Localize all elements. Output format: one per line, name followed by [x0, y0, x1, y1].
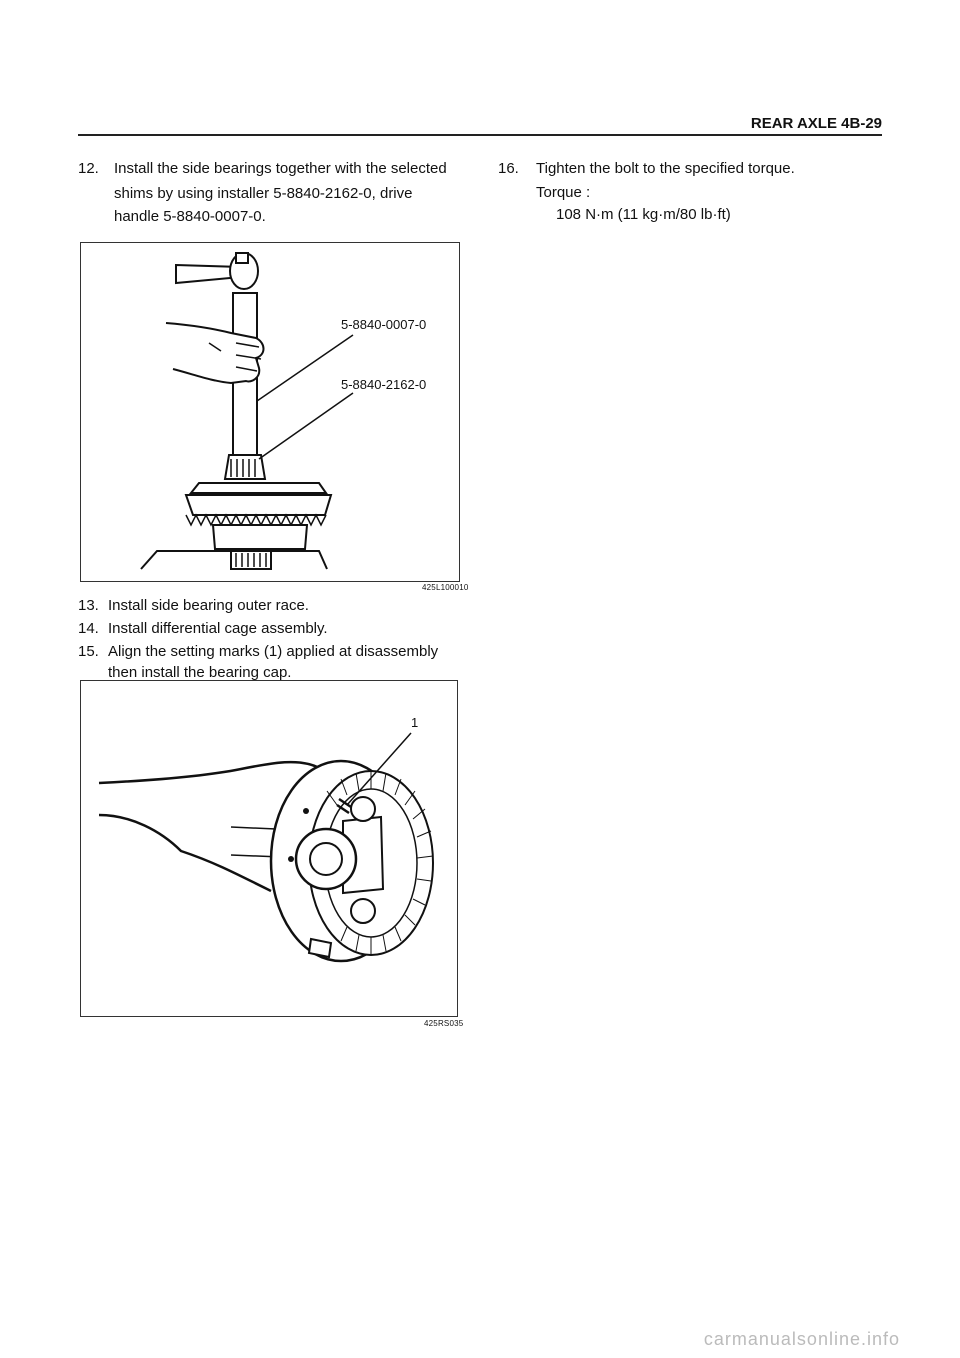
step-14-text: Install differential cage assembly. [108, 620, 328, 637]
step-15-line-1: Align the setting marks (1) applied at d… [108, 643, 439, 660]
step-13-number: 13. [78, 597, 99, 614]
bench [140, 550, 328, 570]
step-12: 12. Install the side bearings together w… [78, 158, 478, 228]
leader-line-mark [346, 732, 412, 806]
step-number: 12. [78, 160, 99, 177]
figure-installer: 5-8840-0007-0 5-8840-2162-0 [80, 242, 460, 582]
step-text: Install the side bearings together with … [114, 158, 474, 180]
figure-1-caption: 425L100010 [422, 583, 469, 592]
ring-gear-teeth [185, 513, 327, 527]
step-13-text: Install side bearing outer race. [108, 597, 309, 614]
cap-bolt [350, 796, 376, 822]
torque-value: 108 N·m (11 kg·m/80 lb·ft) [556, 206, 731, 223]
case-flange [188, 482, 328, 494]
tool-label-drive-handle: 5-8840-0007-0 [341, 317, 427, 332]
figure-2-caption: 425RS035 [424, 1019, 464, 1028]
step-14-number: 14. [78, 620, 99, 637]
step-12-line-2: shims by using installer 5-8840-2162-0, … [114, 185, 413, 202]
header-rule [78, 134, 882, 136]
axle-housing [98, 760, 322, 785]
step-16-text: Tighten the bolt to the specified torque… [536, 160, 795, 177]
step-15-line-2: then install the bearing cap. [108, 664, 292, 681]
installer-illustration [140, 252, 354, 570]
step-15-number: 15. [78, 643, 99, 660]
setting-mark [336, 797, 352, 815]
torque-label: Torque : [536, 184, 591, 201]
tool-label-installer: 5-8840-2162-0 [341, 377, 427, 392]
page-header: REAR AXLE 4B-29 [0, 0, 960, 140]
figure-setting-marks: 1 [80, 680, 458, 1017]
callout-1: 1 [411, 715, 419, 730]
header-title: REAR AXLE 4B-29 [750, 115, 882, 132]
step-line: Install the side bearings together with … [114, 160, 447, 177]
step-12-line-3: handle 5-8840-0007-0. [114, 208, 266, 225]
leader-line-handle [256, 334, 354, 402]
case-body [211, 524, 309, 550]
watermark: carmanualsonline.info [703, 1329, 900, 1349]
differential-illustration [98, 732, 434, 963]
leader-line-installer [258, 392, 354, 460]
step-16-number: 16. [498, 160, 519, 177]
